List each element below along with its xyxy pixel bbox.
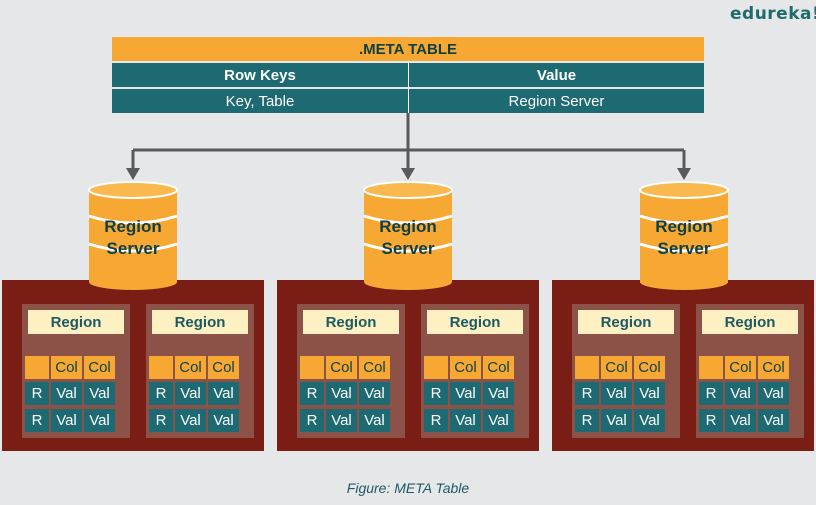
region-server-label-line2: Server (106, 239, 160, 258)
value-cell: Val (450, 409, 481, 432)
value-cell: Val (634, 382, 665, 405)
row-key-cell: R (575, 409, 599, 432)
region-title: Region (303, 310, 399, 334)
col-cell: Col (483, 356, 514, 379)
value-cell: Val (51, 409, 82, 432)
value-cell: Val (725, 409, 756, 432)
value-cell: Val (758, 382, 789, 405)
value-cell: Val (483, 382, 514, 405)
database-icon (639, 181, 729, 290)
value-cell: Val (326, 382, 357, 405)
value-cell: Val (758, 409, 789, 432)
header-value: Value (536, 66, 577, 84)
value-cell: Val (359, 382, 390, 405)
database-icon (363, 181, 453, 290)
value-cell: Val (601, 382, 632, 405)
value-cell: Val (450, 382, 481, 405)
col-cell: Col (725, 356, 756, 379)
row-key-cell: R (25, 409, 49, 432)
value-cell: Val (601, 409, 632, 432)
row-key-cell: R (424, 409, 448, 432)
header-row-keys: Row Keys (112, 63, 409, 87)
value-cell: Val (175, 382, 206, 405)
meta-table-title: .META TABLE (112, 37, 704, 61)
region-title: Region (28, 310, 124, 334)
col-cell: Col (175, 356, 206, 379)
database-icon (88, 181, 178, 290)
arrow-head-right (677, 168, 691, 180)
region-server-label-line1: Region (655, 217, 713, 236)
corner-cell (699, 356, 723, 379)
row-key-cell: R (699, 409, 723, 432)
value-cell: Val (175, 409, 206, 432)
col-cell: Col (450, 356, 481, 379)
region-title: Region (578, 310, 674, 334)
cell-key-table: Key, Table (112, 89, 409, 113)
row-key-cell: R (699, 382, 723, 405)
region-server-label-line2: Server (657, 239, 711, 258)
cell-region-server: Region Server (508, 92, 605, 110)
figure-caption: Figure: META Table (346, 480, 470, 496)
col-cell: Col (326, 356, 357, 379)
col-cell: Col (634, 356, 665, 379)
row-key-cell: R (25, 382, 49, 405)
row-key-cell: R (300, 409, 324, 432)
arrow-head-left (126, 168, 140, 180)
row-key-cell: R (300, 382, 324, 405)
corner-cell (575, 356, 599, 379)
corner-cell (300, 356, 324, 379)
meta-table-header-row: Row Keys Value (112, 63, 704, 87)
arrow-head-center (401, 168, 415, 180)
col-cell: Col (51, 356, 82, 379)
corner-cell (25, 356, 49, 379)
corner-cell (424, 356, 448, 379)
row-key-cell: R (149, 409, 173, 432)
region-server-label-line1: Region (104, 217, 162, 236)
region-title: Region (702, 310, 798, 334)
row-key-cell: R (575, 382, 599, 405)
value-cell: Val (84, 409, 115, 432)
value-cell: Val (483, 409, 514, 432)
value-cell: Val (51, 382, 82, 405)
row-key-cell: R (149, 382, 173, 405)
value-cell: Val (208, 382, 239, 405)
meta-table-data-row: Key, Table Region Server (112, 89, 704, 113)
col-cell: Col (758, 356, 789, 379)
col-cell: Col (601, 356, 632, 379)
row-key-cell: R (424, 382, 448, 405)
col-cell: Col (84, 356, 115, 379)
region-server-label-line1: Region (379, 217, 437, 236)
region-title: Region (152, 310, 248, 334)
col-cell: Col (359, 356, 390, 379)
value-cell: Val (208, 409, 239, 432)
value-cell: Val (326, 409, 357, 432)
edureka-logo: edureka! (730, 4, 816, 24)
region-server-label-line2: Server (381, 239, 435, 258)
value-cell: Val (359, 409, 390, 432)
corner-cell (149, 356, 173, 379)
region-title: Region (427, 310, 523, 334)
col-cell: Col (208, 356, 239, 379)
value-cell: Val (725, 382, 756, 405)
value-cell: Val (634, 409, 665, 432)
value-cell: Val (84, 382, 115, 405)
